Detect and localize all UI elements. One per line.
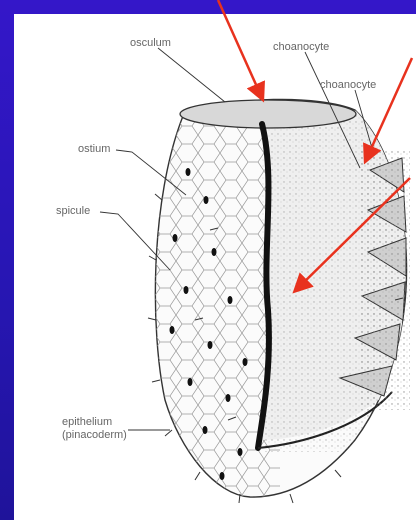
label-epithelium: epithelium (62, 416, 112, 428)
osculum-callout (158, 48, 225, 102)
arrow-osculum (218, 0, 262, 98)
label-spicule: spicule (56, 205, 90, 217)
label-ostium: ostium (78, 143, 110, 155)
radial-canal-stipple (360, 150, 410, 410)
label-choanocyte-1: choanocyte (273, 41, 329, 53)
arrow-choanocyte (366, 58, 412, 160)
label-osculum: osculum (130, 37, 171, 49)
label-pinacoderm: (pinacoderm) (62, 429, 127, 441)
label-choanocyte-2: choanocyte (320, 79, 376, 91)
